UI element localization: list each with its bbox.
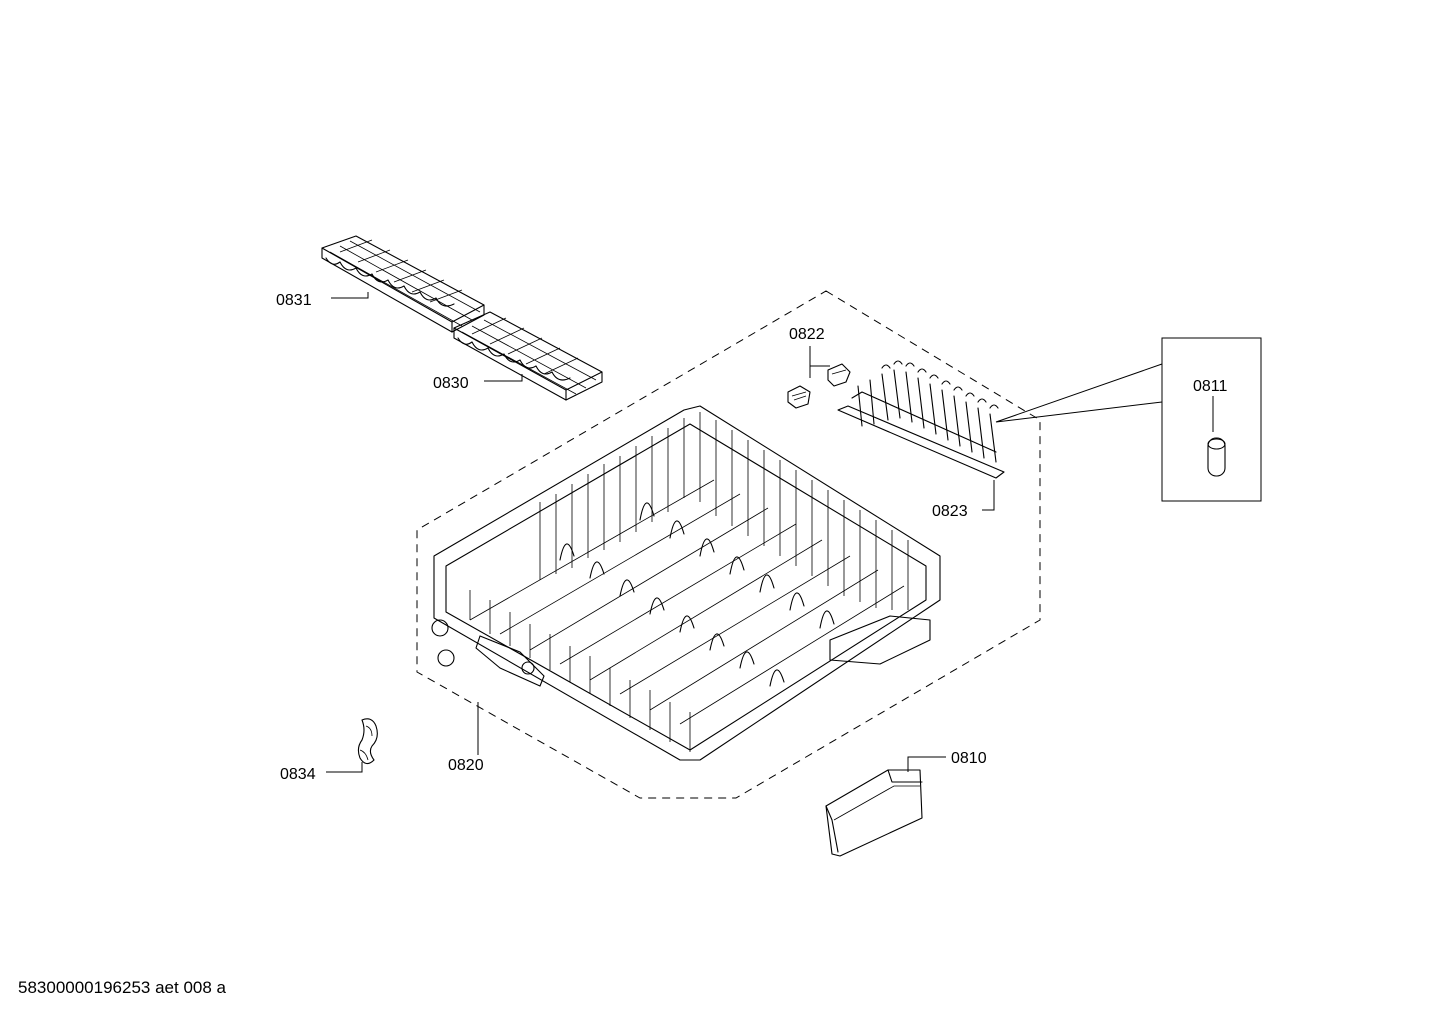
detail-callout-lines [995,363,1163,423]
label-0811: 0811 [1193,378,1228,395]
leader-0830 [484,374,523,382]
label-0831: 0831 [276,292,312,309]
leader-0822 [809,346,830,378]
label-0823: 0823 [932,503,968,520]
drawing-id: 58300000196253 aet 008 a [18,978,226,997]
spare-part-0811 [1207,437,1226,477]
leader-0823 [982,480,995,511]
tine-rack-0823 [837,360,1005,479]
leader-0834 [326,762,363,773]
cutlery-shelf-0831 [321,235,485,333]
label-0820: 0820 [448,757,484,774]
leader-0831 [331,292,369,299]
upper-basket-0820 [431,405,941,761]
basket-assembly-outline [416,290,1041,799]
label-0822: 0822 [789,326,825,343]
tray-0810 [825,769,923,857]
cutlery-shelf-0830 [453,311,603,401]
clips-0822 [787,363,851,409]
label-0834: 0834 [280,766,316,783]
label-0830: 0830 [433,375,469,392]
detail-box-0811 [1161,337,1262,502]
clip-0834 [357,718,378,765]
label-0810: 0810 [951,750,987,767]
leader-0810 [907,756,946,772]
